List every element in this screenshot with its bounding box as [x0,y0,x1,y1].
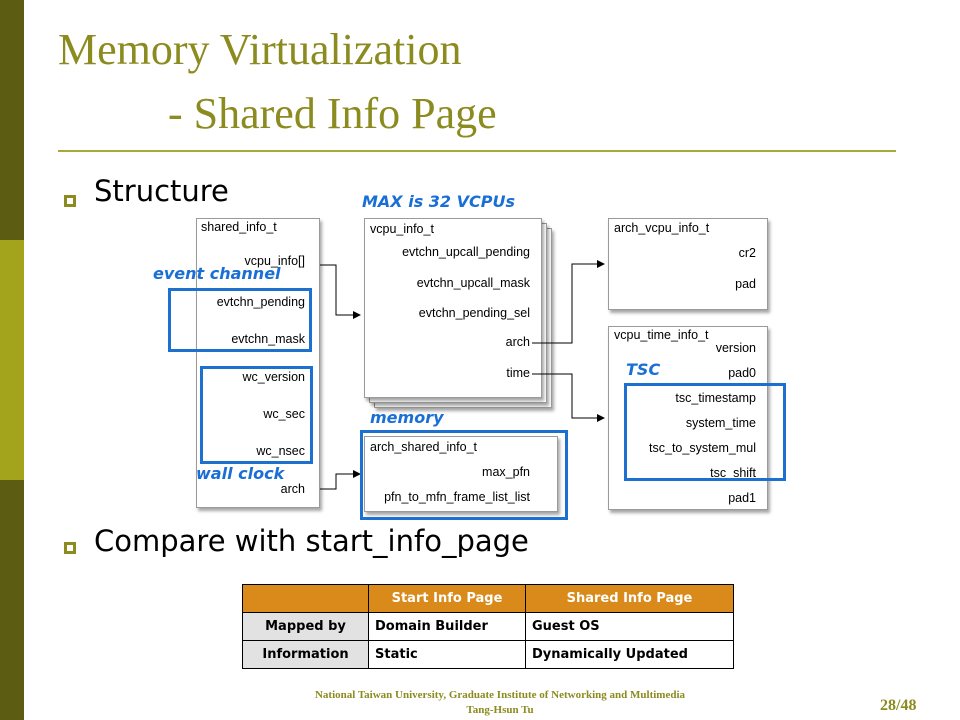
slide-title-line2: - Shared Info Page [168,89,497,138]
field-evtchn-mask: evtchn_mask [231,332,305,346]
bullet-icon [64,195,76,207]
field-tsc-timestamp: tsc_timestamp [675,391,756,405]
field-arch: arch [280,482,305,496]
shared-info-box [196,218,320,508]
arch-shared-info-title: arch_shared_info_t [370,440,478,454]
arch-vcpu-info-box [608,218,768,310]
arrow-arch-shared [320,470,361,490]
field-pad1: pad1 [728,491,756,505]
table-row: Information Static Dynamically Updated [242,640,734,669]
table-header-shared-info: Shared Info Page [525,584,734,613]
arch-shared-info-box [364,436,558,512]
comparison-table: Start Info Page Shared Info Page Mapped … [242,584,734,669]
highlight-wall-clock [200,366,313,464]
annotation-event-channel: event channel [153,264,281,283]
highlight-memory [360,430,568,520]
vcpu-time-info-title: vcpu_time_info_t [614,328,709,342]
field-cr2: cr2 [738,246,756,260]
slide-title-line1: Memory Virtualization [58,25,462,74]
title-rule [58,150,896,152]
field-vcpu-arch: arch [505,335,530,349]
shared-info-title: shared_info_t [201,220,277,234]
field-wc-nsec: wc_nsec [256,444,305,458]
page-number: 28/48 [880,697,917,714]
field-wc-version: wc_version [242,370,305,384]
bullet-icon [64,542,76,554]
vcpu-info-box [364,218,542,398]
highlight-event-channel [168,288,312,352]
table-cell: Domain Builder [368,612,526,641]
arch-vcpu-info-title: arch_vcpu_info_t [614,221,710,235]
accent-bar-bottom [0,480,24,720]
field-evtchn-pending-sel: evtchn_pending_sel [418,306,530,320]
table-cell: Static [368,640,526,669]
field-tsc-to-system-mul: tsc_to_system_mul [649,441,756,455]
annotation-wall-clock: wall clock [196,464,285,483]
field-evtchn-pending: evtchn_pending [216,295,305,309]
arrow-time [532,373,605,422]
table-header-blank [242,584,369,613]
bullet-compare: Compare with start_info_page [94,524,529,558]
arrow-arch-vcpu [532,260,605,344]
footer-institution: National Taiwan University, Graduate Ins… [314,689,686,701]
accent-bar-top [0,0,24,240]
field-version: version [715,341,756,355]
field-evtchn-upcall-mask: evtchn_upcall_mask [416,276,530,290]
table-cell: Guest OS [525,612,734,641]
table-row-label: Information [242,640,369,669]
annotation-tsc: TSC [626,360,661,379]
field-evtchn-upcall-pending: evtchn_upcall_pending [402,245,530,259]
table-row-label: Mapped by [242,612,369,641]
vcpu-info-title: vcpu_info_t [370,222,434,236]
field-system-time: system_time [685,416,756,430]
table-row: Mapped by Domain Builder Guest OS [242,612,734,641]
annotation-memory: memory [370,408,444,427]
table-header-row: Start Info Page Shared Info Page [242,584,734,613]
field-wc-sec: wc_sec [263,407,305,421]
accent-bar-middle [0,240,24,480]
arrow-vcpu-info [320,264,361,319]
field-tsc-shift: tsc_shift [710,466,756,480]
highlight-tsc [624,383,786,481]
field-pad0: pad0 [728,366,756,380]
field-vcpu-info: vcpu_info[] [244,254,305,268]
field-max-pfn: max_pfn [482,465,530,479]
field-pad: pad [735,277,756,291]
field-time: time [506,366,530,380]
table-cell: Dynamically Updated [525,640,734,669]
table-header-start-info: Start Info Page [368,584,526,613]
field-pfn-to-mfn: pfn_to_mfn_frame_list_list [384,490,530,504]
footer-author: Tang-Hsun Tu [466,704,534,716]
annotation-max-vcpus: MAX is 32 VCPUs [362,192,515,211]
bullet-structure: Structure [94,174,229,208]
